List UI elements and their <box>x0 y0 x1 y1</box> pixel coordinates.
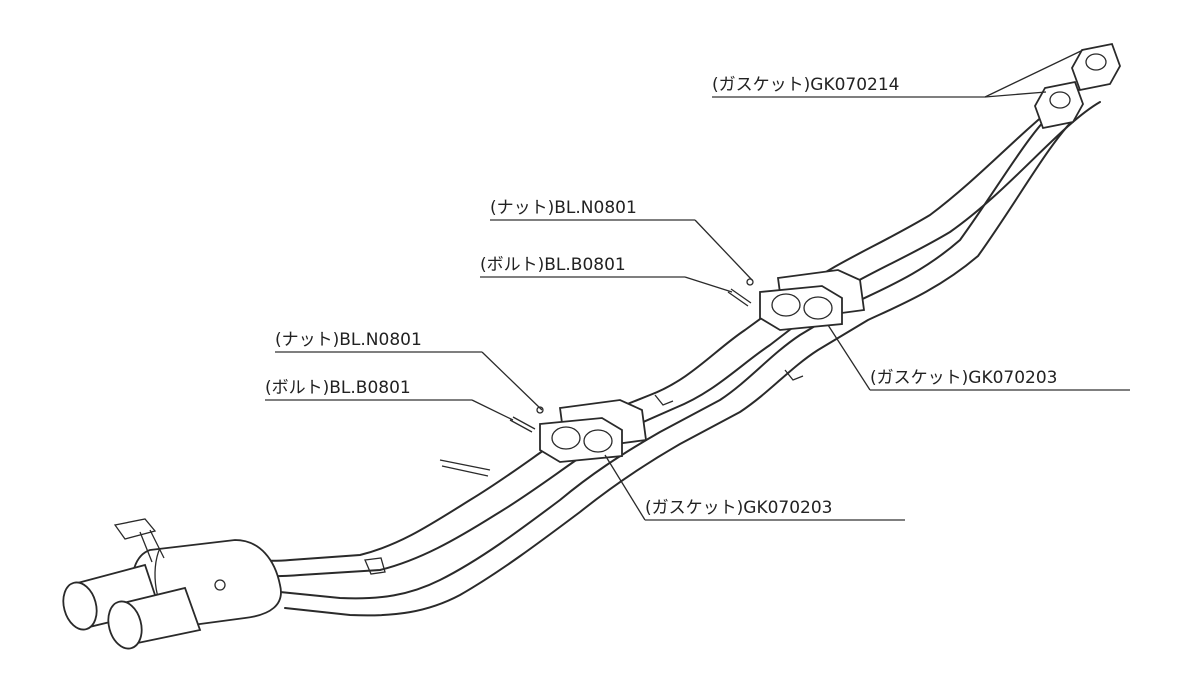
front-flange-upper <box>1071 42 1121 92</box>
muffler-assembly <box>62 518 282 650</box>
leader-bolt-mid <box>684 276 733 293</box>
rear-joint <box>509 399 648 463</box>
tail-tip-upper <box>62 581 98 631</box>
middle-bolt <box>727 288 752 307</box>
label-nut-mid: (ナット)BL.N0801 <box>490 198 637 218</box>
label-bolt-rear: (ボルト)BL.B0801 <box>265 378 411 398</box>
front-flange-lower <box>1034 80 1084 130</box>
middle-bore-right <box>803 296 833 320</box>
muffler-emblem <box>214 579 226 591</box>
callouts: (ガスケット)GK070214 (ナット)BL.N0801 (ボルト)BL.B0… <box>265 75 1130 521</box>
leader-bolt-rear <box>471 399 514 421</box>
leader-nut-mid <box>694 219 753 281</box>
middle-nut <box>746 278 754 286</box>
pipe-b-top-edge <box>279 104 1061 600</box>
pipe-assembly <box>239 87 1101 617</box>
hanger-boss <box>654 394 674 406</box>
tail-tip-lower <box>107 600 143 650</box>
leader-gasket-rear <box>604 454 646 521</box>
hanger-boss-2 <box>784 369 804 381</box>
rear-flange-rear <box>539 417 623 463</box>
leader-lines <box>471 49 1084 521</box>
front-flange-lower-bore <box>1049 91 1071 109</box>
rear-nut <box>536 406 544 414</box>
label-gasket-mid: (ガスケット)GK070203 <box>870 368 1057 388</box>
leader-gasket-front-1 <box>984 49 1084 98</box>
middle-joint <box>727 269 866 331</box>
middle-bore-left <box>771 293 801 317</box>
hanger-rod <box>439 459 491 477</box>
front-flange-upper-bore <box>1085 53 1107 71</box>
label-gasket-rear: (ガスケット)GK070203 <box>645 498 832 518</box>
muffler-bracket <box>113 518 165 563</box>
front-flanges <box>1034 42 1121 130</box>
sensor-boss <box>364 557 386 575</box>
pipe-a-top-edge <box>239 87 1083 562</box>
leader-gasket-mid <box>827 324 871 391</box>
pipe-a-bottom-edge <box>247 101 1101 578</box>
rear-bore-left <box>551 426 581 450</box>
label-bolt-mid: (ボルト)BL.B0801 <box>480 255 626 275</box>
label-nut-rear: (ナット)BL.N0801 <box>275 330 422 350</box>
label-gasket-front: (ガスケット)GK070214 <box>712 75 899 95</box>
rear-bore-right <box>583 429 613 453</box>
rear-bolt <box>509 416 536 433</box>
leader-gasket-front-2 <box>984 91 1047 98</box>
leader-nut-rear <box>481 351 543 411</box>
pipe-b-bottom-edge <box>284 117 1076 617</box>
